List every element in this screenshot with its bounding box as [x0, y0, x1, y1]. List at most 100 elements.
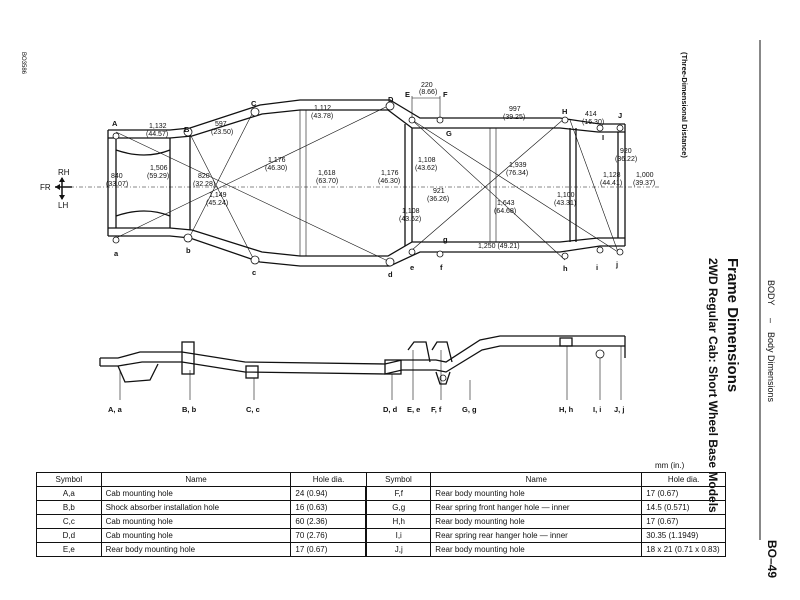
- dim-1176b-in: (46.30): [378, 178, 400, 185]
- point-D: D: [388, 95, 394, 104]
- cell-dia: 18 x 21 (0.71 x 0.83): [641, 542, 726, 557]
- cell-symbol: E,e: [36, 542, 102, 557]
- dim-1939: 1,939: [509, 162, 527, 169]
- dim-820-in: (32.28): [193, 181, 215, 188]
- dim-920: 920: [620, 148, 632, 155]
- point-a: a: [114, 249, 119, 258]
- point-F: F: [443, 90, 448, 99]
- side-label-Bb: B, b: [182, 405, 197, 414]
- dim-1618: 1,618: [318, 170, 336, 177]
- dim-1939-in: (76.34): [506, 170, 528, 177]
- dir-rh: RH: [58, 168, 70, 177]
- page-number: BO–49: [765, 540, 779, 578]
- dim-1128-in: (44.41): [600, 180, 622, 187]
- dim-597-in: (23.50): [211, 129, 233, 136]
- table-row: D,d Cab mounting hole 70 (2.76) I,i Rear…: [36, 528, 726, 543]
- cell-dia: 60 (2.36): [290, 514, 367, 529]
- dim-1100: 1,100: [557, 192, 575, 199]
- dim-1176a: 1,176: [268, 157, 286, 164]
- dim-997: 997: [509, 106, 521, 113]
- cell-dia: 70 (2.76): [290, 528, 367, 543]
- dim-597: 597: [215, 121, 227, 128]
- side-view-labels: A, a B, b C, c D, d E, e F, f G, g H, h …: [108, 405, 624, 414]
- point-i: i: [596, 263, 598, 272]
- side-label-Gg: G, g: [462, 405, 477, 414]
- point-g: g: [443, 235, 448, 244]
- cell-dia: 17 (0.67): [641, 514, 726, 529]
- cell-symbol: C,c: [36, 514, 102, 529]
- side-label-Ii: I, i: [593, 405, 601, 414]
- side-label-Ee: E, e: [407, 405, 420, 414]
- hole-diameter-table: Symbol Name Hole dia. Symbol Name Hole d…: [36, 472, 726, 557]
- side-label-Aa: A, a: [108, 405, 123, 414]
- table-row: B,b Shock absorber installation hole 16 …: [36, 500, 726, 515]
- cell-name: Rear spring front hanger hole — inner: [430, 500, 643, 515]
- dim-220: 220: [421, 82, 433, 89]
- cell-symbol: B,b: [36, 500, 102, 515]
- point-C: C: [251, 99, 257, 108]
- cell-symbol: I,i: [365, 528, 432, 543]
- col-name-2: Name: [430, 472, 643, 487]
- dimension-labels: 220 (8.66) 1,112 (43.78) 997 (39.25) 414…: [106, 82, 655, 250]
- dim-1128: 1,128: [603, 172, 621, 179]
- side-label-Jj: J, j: [614, 405, 624, 414]
- frame-side-view: [99, 335, 626, 400]
- lower-point-labels: a b c d e f g h i j: [114, 235, 618, 279]
- point-H: H: [562, 107, 567, 116]
- cell-symbol: H,h: [365, 514, 432, 529]
- dim-1000: 1,000: [636, 172, 654, 179]
- dim-1108b: 1,108: [402, 208, 420, 215]
- point-B: B: [184, 125, 190, 134]
- figure-id: BO3586: [20, 52, 26, 75]
- dim-1100-in: (43.31): [554, 200, 576, 207]
- point-e: e: [410, 263, 414, 272]
- col-name: Name: [100, 472, 292, 487]
- side-label-Hh: H, h: [559, 405, 574, 414]
- dim-1618-in: (63.70): [316, 178, 338, 185]
- point-A: A: [112, 119, 118, 128]
- dim-920-in: (36.22): [615, 156, 637, 163]
- point-I: I: [602, 133, 604, 142]
- table-header-row: Symbol Name Hole dia. Symbol Name Hole d…: [36, 472, 726, 487]
- dim-1108a-in: (43.62): [415, 165, 437, 172]
- cell-dia: 14.5 (0.571): [641, 500, 726, 515]
- col-hole-dia-2: Hole dia.: [641, 472, 726, 487]
- table-row: A,a Cab mounting hole 24 (0.94) F,f Rear…: [36, 486, 726, 501]
- col-symbol: Symbol: [36, 472, 102, 487]
- dim-1112-in: (43.78): [311, 113, 333, 120]
- dir-lh: LH: [58, 201, 68, 210]
- dim-1643-in: (64.68): [494, 208, 516, 215]
- col-hole-dia: Hole dia.: [290, 472, 367, 487]
- table-row: E,e Rear body mounting hole 17 (0.67) J,…: [36, 542, 726, 557]
- side-label-Cc: C, c: [246, 405, 260, 414]
- direction-indicator: RH FR LH: [40, 168, 72, 210]
- point-c: c: [252, 268, 256, 277]
- dim-414-in: (16.30): [582, 119, 604, 126]
- dim-1506: 1,506: [150, 165, 168, 172]
- dim-840: 840: [111, 173, 123, 180]
- dim-220-in: (8.66): [419, 89, 437, 96]
- cell-name: Shock absorber installation hole: [100, 500, 292, 515]
- cell-symbol: F,f: [365, 486, 432, 501]
- units-label: mm (in.): [655, 461, 685, 470]
- cell-symbol: A,a: [36, 486, 102, 501]
- dim-1250: 1,250 (49.21): [478, 243, 520, 250]
- cell-name: Cab mounting hole: [100, 528, 292, 543]
- point-d: d: [388, 270, 393, 279]
- dim-1108b-in: (43.62): [399, 216, 421, 223]
- dim-1112: 1,112: [314, 105, 331, 112]
- dim-1108a: 1,108: [418, 157, 436, 164]
- cell-name: Rear body mounting hole: [430, 542, 643, 557]
- header-section: BODY: [766, 280, 776, 306]
- cell-name: Rear body mounting hole: [430, 514, 643, 529]
- cell-name: Rear spring rear hanger hole — inner: [430, 528, 643, 543]
- cell-dia: 24 (0.94): [290, 486, 367, 501]
- side-label-Dd: D, d: [383, 405, 398, 414]
- dim-1149: 1,149: [209, 192, 227, 199]
- cell-dia: 17 (0.67): [641, 486, 726, 501]
- dim-1149-in: (45.24): [206, 200, 228, 207]
- frame-top-view: [107, 99, 626, 267]
- dim-921-in: (36.26): [427, 196, 449, 203]
- cell-dia: 30.35 (1.1949): [641, 528, 726, 543]
